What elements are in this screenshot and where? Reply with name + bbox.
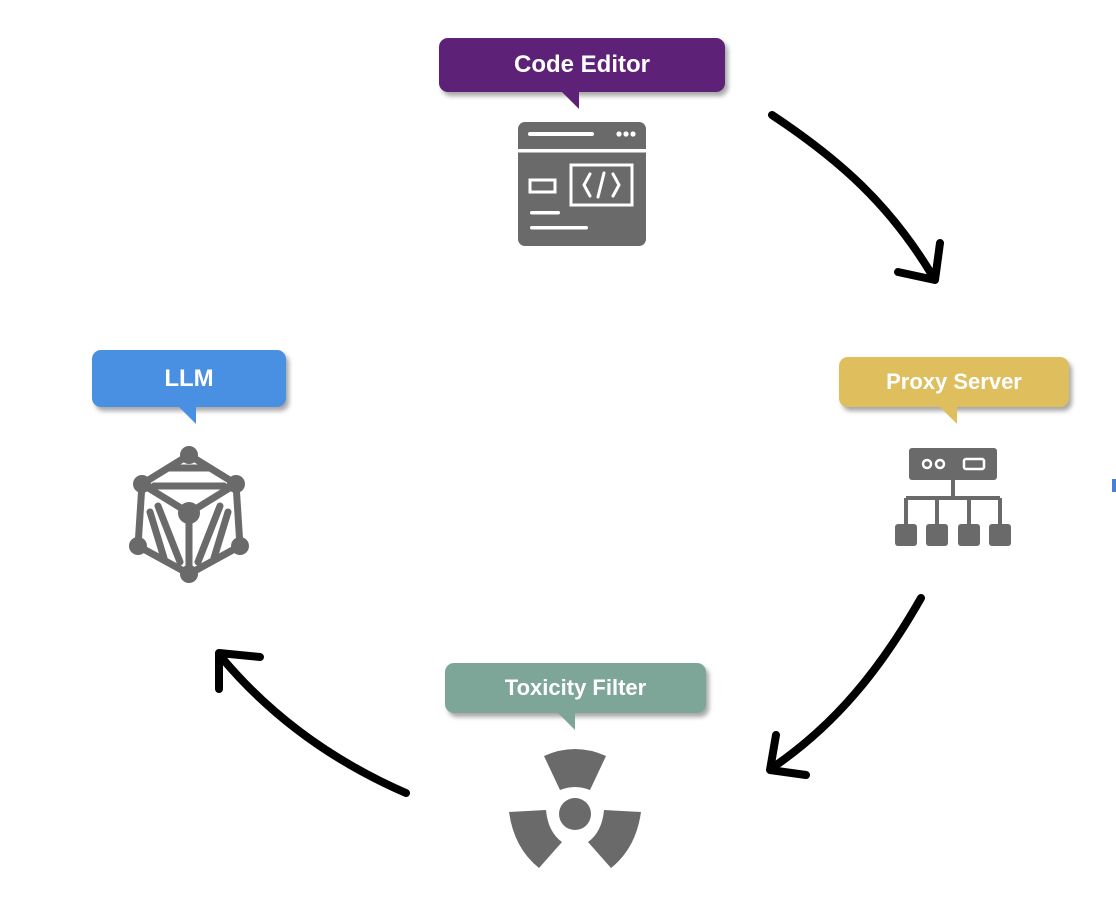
proxy-server-label: Proxy Server bbox=[886, 369, 1022, 394]
llm-bubble: LLM bbox=[92, 350, 286, 424]
server-network-icon bbox=[895, 448, 1011, 546]
arrow-filter-to-llm bbox=[215, 649, 410, 797]
arrow-proxy-to-filter bbox=[766, 594, 925, 779]
llm-label: LLM bbox=[164, 364, 214, 392]
arrow-editor-to-proxy bbox=[768, 111, 944, 284]
code-window-icon bbox=[518, 122, 646, 246]
toxicity-filter-bubble: Toxicity Filter bbox=[445, 663, 706, 730]
toxicity-filter-label: Toxicity Filter bbox=[504, 675, 647, 700]
code-editor-bubble: Code Editor bbox=[439, 38, 725, 109]
radiation-icon bbox=[509, 749, 641, 868]
edge-marker bbox=[1112, 479, 1116, 492]
code-editor-label: Code Editor bbox=[514, 51, 650, 78]
proxy-server-bubble: Proxy Server bbox=[839, 357, 1069, 424]
neural-network-icon bbox=[129, 446, 249, 583]
